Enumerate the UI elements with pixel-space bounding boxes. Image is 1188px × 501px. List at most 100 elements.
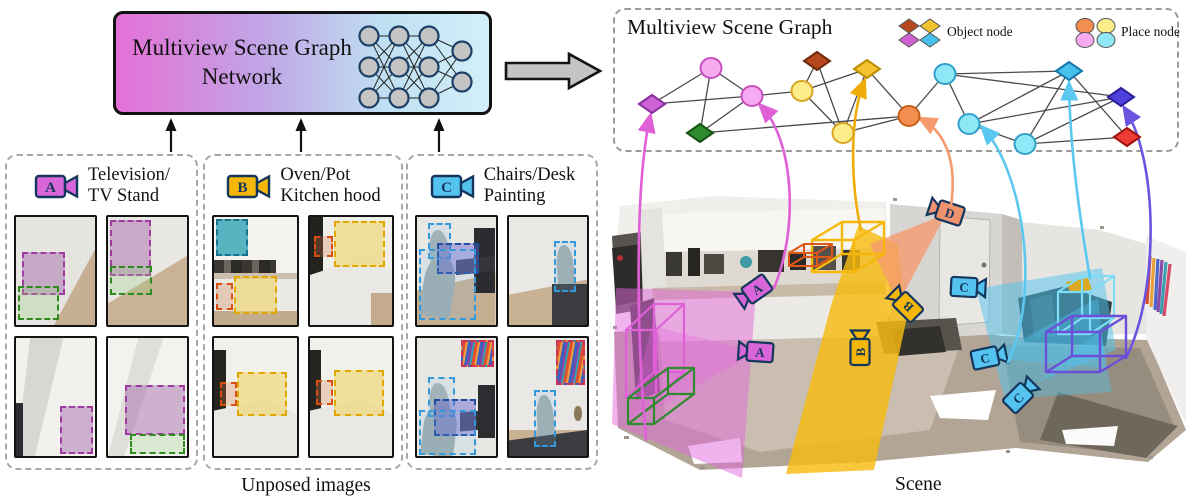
bbox-pot (215, 282, 233, 310)
box-television (624, 302, 686, 400)
unposed-image (106, 336, 189, 458)
svg-text:D: D (943, 205, 957, 222)
svg-text:C: C (979, 350, 991, 367)
svg-text:C: C (1010, 390, 1027, 407)
object-node-label: Object node (947, 24, 1013, 39)
svg-text:C: C (959, 280, 969, 295)
bbox-chair (534, 389, 556, 447)
network-box: Multiview Scene Graph Network (113, 11, 492, 115)
panel-b-images (212, 215, 394, 458)
flow-arrow-icon (504, 51, 603, 91)
panel-a-title-line2: TV Stand (88, 186, 160, 206)
panel-views-c: C Chairs/Desk Painting (406, 154, 598, 470)
arrow-tv-to-object-node (637, 111, 656, 442)
panel-a-title-line1: Television/ (88, 165, 170, 186)
object-node-swatch (898, 32, 920, 48)
panel-b-title-line2: Kitchen hood (280, 186, 381, 206)
camera-frustums (612, 214, 1116, 478)
painting-on-wall (1145, 255, 1172, 317)
unposed-image (14, 215, 97, 327)
bbox-chair (418, 249, 476, 320)
svg-text:A: A (45, 180, 56, 196)
scene-point-cloud (612, 196, 1186, 470)
svg-text:A: A (749, 280, 766, 298)
bbox-chair (418, 409, 476, 455)
scene-caption: Scene (895, 474, 942, 495)
place-node-swatch (1075, 32, 1095, 48)
unposed-image (106, 215, 189, 327)
bbox-painting (556, 340, 586, 386)
bbox-oven (237, 372, 287, 416)
panel-a-title: Television/ TV Stand (88, 165, 170, 206)
unposed-image (415, 215, 498, 327)
frustum-view-a2 (626, 326, 758, 424)
panel-c-images (415, 215, 589, 458)
unposed-image (212, 215, 299, 327)
unposed-image (415, 336, 498, 458)
scene-camera-b-icon: B (884, 283, 924, 323)
bbox-chair (554, 240, 576, 292)
bbox-oven (334, 221, 386, 267)
bbox-desk (437, 242, 479, 275)
bbox-oven (334, 369, 384, 416)
panel-c-title-line1: Chairs/Desk (483, 165, 576, 186)
input-arrow-c (433, 118, 445, 152)
panel-c-title: Chairs/Desk Painting (484, 165, 575, 206)
object-node-swatch (919, 18, 941, 34)
panel-a-images (14, 215, 189, 458)
unposed-image (14, 336, 97, 458)
frustum-view-a (612, 288, 756, 478)
place-node-label: Place node (1121, 24, 1180, 39)
frustum-view-b (786, 226, 906, 474)
unposed-image (506, 336, 589, 458)
bbox-pot (316, 380, 333, 406)
bbox-tv-stand (109, 265, 153, 295)
unposed-images-caption: Unposed images (241, 475, 371, 496)
bbox-television (60, 406, 94, 454)
place-node-swatch (1096, 18, 1116, 34)
frustum-view-c (976, 268, 1116, 396)
object-node-swatch (898, 18, 920, 34)
scene-camera-c-icon: C (1002, 374, 1042, 414)
unposed-image (212, 336, 299, 458)
bbox-pot (219, 381, 238, 407)
camera-a-icon: A (34, 173, 79, 199)
bbox-tv-stand (130, 433, 186, 454)
panel-c-header: C Chairs/Desk Painting (415, 161, 589, 211)
arrow-viewC-to-place-node (979, 124, 1027, 364)
box-tv-stand (626, 366, 696, 426)
box-pot (788, 243, 833, 267)
svg-text:A: A (755, 344, 766, 360)
panel-views-b: B Oven/Pot Kitchen hood (203, 154, 403, 470)
frustum-view-d (870, 214, 946, 304)
scene-camera-d-icon: D (925, 195, 966, 227)
svg-text:C: C (441, 180, 452, 196)
unposed-image (506, 215, 589, 327)
network-title-line1: Multiview Scene Graph (132, 35, 352, 61)
chair-highlight (1066, 278, 1092, 292)
scene-3d-boxes (624, 220, 1128, 426)
bbox-kitchen-hood (216, 219, 248, 256)
panel-views-a: A Television/ TV Stand (5, 154, 198, 470)
camera-b-icon: B (227, 173, 271, 199)
panel-b-title-line1: Oven/Pot (280, 165, 351, 186)
network-title-line2: Network (201, 64, 283, 89)
box-desk (1044, 314, 1128, 374)
svg-text:B: B (238, 180, 248, 196)
unposed-image (307, 215, 394, 327)
bbox-television (125, 385, 185, 435)
scene-graph-title: Multiview Scene Graph (627, 15, 833, 39)
frustum-view-c2 (988, 298, 1106, 368)
network-title: Multiview Scene Graph Network (116, 34, 368, 92)
panel-b-header: B Oven/Pot Kitchen hood (212, 161, 394, 211)
frustum-view-c3 (1020, 330, 1112, 398)
place-node-swatch (1075, 18, 1095, 34)
scene-camera-c-icon: C (969, 342, 1010, 371)
box-chair (1056, 274, 1116, 336)
neural-network-icon (358, 25, 473, 109)
bbox-pot (314, 236, 333, 257)
scene-camera-a-icon: A (732, 273, 774, 311)
place-node-swatch (1096, 32, 1116, 48)
unposed-image (307, 336, 394, 458)
